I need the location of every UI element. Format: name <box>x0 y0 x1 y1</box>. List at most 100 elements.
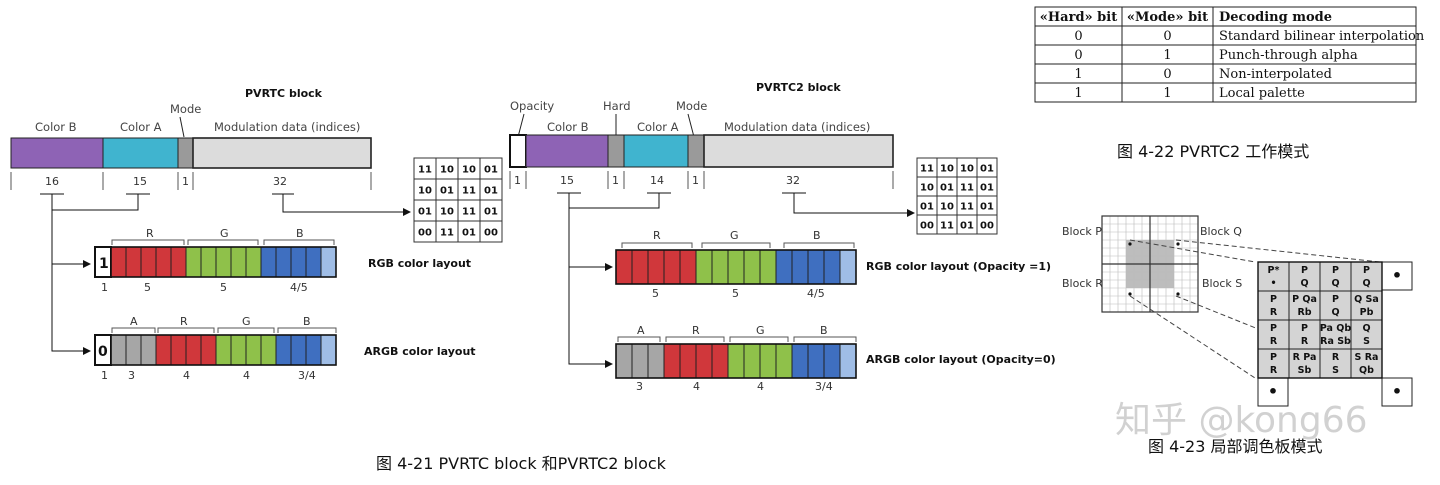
pvrtc2-argb-alpha-bit-cell <box>647 343 665 379</box>
pvrtc-argb-flag: 0 <box>98 344 108 360</box>
palette-cell-line2: Ra Sb <box>1320 336 1351 347</box>
corner-dot: • <box>1392 266 1402 285</box>
pvrtc-argb-alpha-bit-cell <box>140 334 157 366</box>
palette-cell <box>1257 348 1290 379</box>
pvrtc-rgb-blue-bit-cell <box>290 246 307 278</box>
projection-lines <box>1129 239 1381 379</box>
pvrtc2-bits-m: 1 <box>692 174 699 187</box>
matrix-cell-value: 01 <box>484 186 498 197</box>
matrix-cell-value: 10 <box>960 164 974 175</box>
palette-cell-line2: Qb <box>1359 365 1374 376</box>
palette-cell-line2: R <box>1301 336 1309 347</box>
pvrtc2-argb-green-bit-cell <box>775 343 793 379</box>
pvrtc2-argb-layout: A R G B ARGB color layout (Opacity=0) 3 … <box>615 324 1056 393</box>
block-anchor-dot <box>1128 242 1132 246</box>
pvrtc2-rgb-r-label: R <box>653 229 661 242</box>
matrix-cell-value: 10 <box>940 164 954 175</box>
pvrtc2-rgb-bits-r: 5 <box>652 287 659 300</box>
pvrtc2-mode-label: Mode <box>676 99 707 113</box>
pvrtc2-argb-g-label: G <box>756 324 765 337</box>
matrix-cell-value: 10 <box>440 207 454 218</box>
pvrtc-argb-b-label: B <box>303 315 311 328</box>
palette-cell-line2: Q <box>1300 278 1308 289</box>
pvrtc-rgb-bits-g: 5 <box>220 281 227 294</box>
palette-cell-line1: S Ra <box>1355 352 1379 363</box>
pvrtc-rgb-red-bit-cell <box>110 246 127 278</box>
pvrtc2-argb-red-bit-cell <box>663 343 681 379</box>
pvrtc-color-b-label: Color B <box>35 120 77 134</box>
palette-cell-line1: P <box>1270 352 1277 363</box>
palette-cell-line2: Rb <box>1297 307 1311 318</box>
matrix-cell-value: 00 <box>920 221 934 232</box>
pvrtc-argb-red-bit-cell <box>185 334 202 366</box>
palette-cell-line2: Pb <box>1360 307 1374 318</box>
pvrtc-rgb-green-bit-cell <box>245 246 262 278</box>
pvrtc2-rgb-red-bit-cell <box>663 249 681 285</box>
pvrtc-rgb-blue-bit-cell <box>260 246 277 278</box>
table-cell-text: Standard bilinear interpolation <box>1219 29 1425 44</box>
pvrtc2-argb-red-bit-cell <box>695 343 713 379</box>
table-cell-text: 0 <box>1074 48 1082 63</box>
matrix-cell-value: 11 <box>440 228 454 239</box>
pvrtc-argb-layout: A R G B 0 ARGB color layout 1 3 4 4 3/4 <box>94 315 476 382</box>
palette-cell <box>1319 348 1352 379</box>
figure-4-23-caption: 图 4-23 局部调色板模式 <box>1148 437 1323 456</box>
pvrtc2-mod-label: Modulation data (indices) <box>724 120 870 134</box>
matrix-cell-value: 11 <box>920 164 934 175</box>
pvrtc2-rgb-g-label: G <box>730 229 739 242</box>
matrix-cell <box>479 220 503 243</box>
pvrtc-argb-blue-bit-cell <box>290 334 307 366</box>
matrix-cell-value: 01 <box>418 207 432 218</box>
block-anchor-dot <box>1176 242 1180 246</box>
pvrtc-rgb-red-bit-cell <box>140 246 157 278</box>
matrix-cell-value: 11 <box>462 186 476 197</box>
pvrtc-bits-m: 1 <box>182 175 189 188</box>
pvrtc2-argb-red-bit-cell <box>711 343 729 379</box>
block-s-label: Block S <box>1202 277 1242 290</box>
palette-cell-line1: P <box>1301 265 1308 276</box>
matrix-cell-value: 01 <box>980 183 994 194</box>
pvrtc-bits-b: 16 <box>45 175 59 188</box>
palette-cell <box>1319 290 1352 321</box>
pvrtc-argb-green-bit-cell <box>245 334 262 366</box>
pvrtc2-argb-alpha-bit-cell <box>631 343 649 379</box>
pvrtc2-argb-bits-g: 4 <box>757 380 764 393</box>
table-cell-text: 1 <box>1074 67 1082 82</box>
pvrtc2-opacity-label: Opacity <box>510 99 554 113</box>
pvrtc-color-a-label: Color A <box>120 120 162 134</box>
pvrtc-rgb-green-bit-cell <box>215 246 232 278</box>
matrix-cell-value: 01 <box>940 183 954 194</box>
pvrtc-argb-bits-g: 4 <box>243 369 250 382</box>
palette-cell-line1: P <box>1332 265 1339 276</box>
pvrtc-rgb-blue-bit-cell <box>275 246 292 278</box>
palette-cell-line1: Pa Qb <box>1320 323 1352 334</box>
matrix-cell-value: 01 <box>960 221 974 232</box>
pvrtc2-argb-blue-bit-cell <box>807 343 825 379</box>
pvrtc-argb-g-label: G <box>242 315 251 328</box>
pvrtc2-argb-bits-b: 3/4 <box>815 380 833 393</box>
pvrtc2-rgb-green-bit-cell <box>743 249 761 285</box>
pvrtc2-rgb-red-bit-cell <box>631 249 649 285</box>
table-cell-text: 0 <box>1163 29 1171 44</box>
pvrtc2-modulation-field <box>703 134 894 168</box>
pvrtc2-argb-blue-bit-cell <box>823 343 841 379</box>
palette-cell-line2: Q <box>1362 278 1370 289</box>
pvrtc-argb-red-bit-cell <box>155 334 172 366</box>
table-cell-text: Punch-through alpha <box>1219 48 1358 63</box>
matrix-cell-value: 01 <box>484 165 498 176</box>
pvrtc2-rgb-red-bit-cell <box>615 249 633 285</box>
palette-cell <box>1350 319 1383 350</box>
corner-dot: • <box>1392 382 1402 401</box>
matrix-cell-value: 01 <box>484 207 498 218</box>
pvrtc-argb-alpha-bit-cell <box>125 334 142 366</box>
pvrtc2-argb-red-bit-cell <box>679 343 697 379</box>
pvrtc-argb-green-bit-cell <box>215 334 232 366</box>
matrix-cell-value: 10 <box>920 183 934 194</box>
pvrtc2-rgb-title: RGB color layout (Opacity =1) <box>866 260 1051 273</box>
matrix-cell <box>976 214 998 235</box>
local-palette-diagram: Block P Block Q Block R Block S P*•PQPQP… <box>1062 215 1413 407</box>
pvrtc2-argb-b-label: B <box>820 324 828 337</box>
pvrtc-rgb-layout: R G B 1 RGB color layout 1 5 5 4/5 <box>94 227 471 294</box>
